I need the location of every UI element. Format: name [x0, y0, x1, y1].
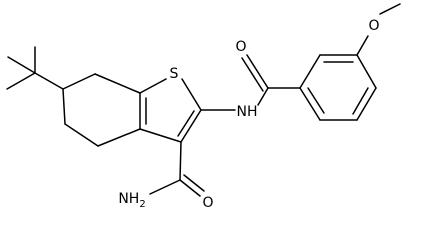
- bond-ar-o: [356, 35, 369, 56]
- bond-c5-c4: [64, 123, 99, 147]
- bond-c4-c3a: [97, 128, 141, 147]
- bond-c7-c7a: [94, 73, 141, 94]
- structure-canvas: S NH O O NH2 O: [6, 3, 401, 211]
- methoxy-oxygen-label: O: [368, 18, 379, 34]
- bond-amide-c-n: [149, 179, 181, 195]
- methoxy-group: [356, 3, 401, 56]
- molecule-diagram: S NH O O NH2 O: [6, 3, 401, 211]
- bond-c3-c3a: [139, 128, 182, 143]
- bond-carbonyl-o: [246, 54, 269, 89]
- bond-c7a-s: [139, 78, 167, 94]
- bond-c2-c3: [180, 109, 202, 143]
- cyclohexene-ring: [62, 73, 141, 147]
- carboxamide-subscript-2: 2: [139, 199, 145, 210]
- benzamide-linker: [200, 54, 301, 111]
- amide-nh-label: NH: [237, 104, 258, 120]
- bond-ar-c4-c5-double: [352, 87, 369, 115]
- carbonyl-oxygen-label: O: [235, 39, 246, 55]
- methoxyphenyl-ring: [299, 54, 377, 121]
- bond-tbu-methyl-upleft: [7, 56, 36, 74]
- bond-s-c2: [181, 78, 202, 111]
- bond-ar-c6-c1: [299, 87, 321, 121]
- bond-ar-c6-c1-double: [307, 87, 325, 114]
- tert-butyl-group: [6, 46, 64, 90]
- bond-nh-carbonyl: [257, 87, 269, 106]
- bond-o-methyl: [379, 3, 401, 15]
- sulfur-label-bg: [167, 65, 181, 82]
- bond-carbonyl-o-double: [241, 57, 264, 92]
- bond-c3-amide-c: [179, 141, 182, 181]
- carboxamide-group: [149, 141, 205, 197]
- thiophene-ring: [139, 78, 202, 143]
- bond-tbu-methyl-left: [6, 72, 36, 90]
- carboxamide-nh-text: NH: [118, 191, 139, 207]
- carboxamide-oxygen-label: O: [202, 195, 213, 211]
- bond-ar-c1-c2: [299, 54, 321, 89]
- bond-ar-c3-c4: [356, 54, 377, 89]
- bond-ar-c4-c5: [356, 87, 377, 121]
- bond-c2-c3-double: [177, 110, 195, 137]
- bond-amide-c-o-double: [183, 174, 205, 192]
- bond-c6-c7: [62, 73, 96, 90]
- atom-labels: S NH O O NH2 O: [118, 18, 379, 211]
- bond-tbu-methyl-top: [34, 72, 64, 90]
- sulfur-atom-label: S: [170, 66, 179, 82]
- bond-amide-c-o: [179, 179, 201, 197]
- carboxamide-nh2-label: NH2: [118, 191, 145, 210]
- bond-c6-c5: [62, 88, 66, 125]
